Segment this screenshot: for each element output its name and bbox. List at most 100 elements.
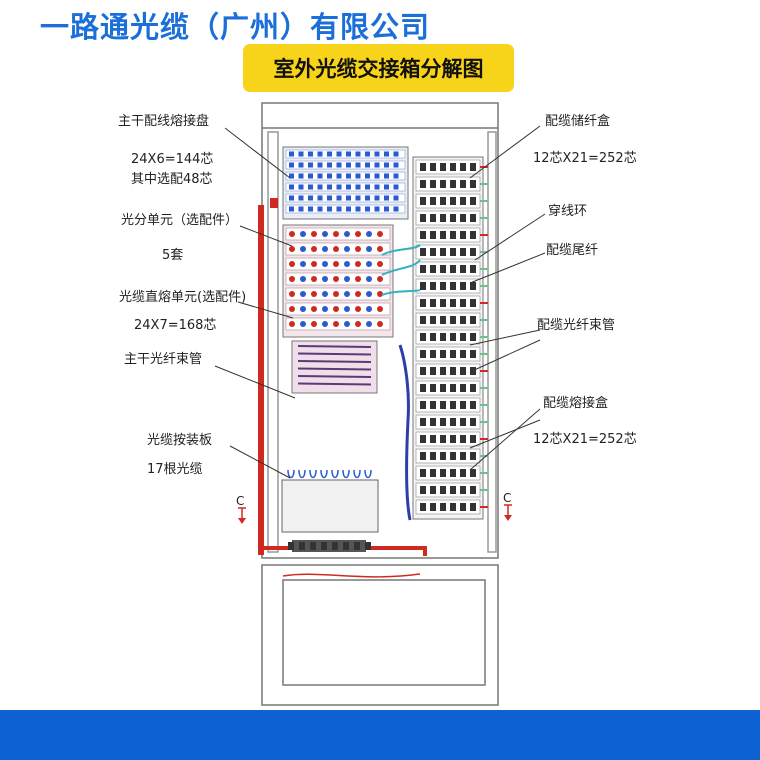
tray-port: [374, 184, 380, 190]
splitter-port: [377, 306, 383, 312]
storage-splice-column: [412, 156, 488, 520]
storage-slot: [470, 503, 476, 511]
fiber-strand: [297, 345, 372, 348]
fiber-strand: [297, 352, 372, 356]
label-splice-box: 配缆熔接盒: [543, 396, 609, 411]
storage-slot: [430, 197, 436, 205]
storage-slot: [450, 469, 456, 477]
storage-slot: [460, 316, 466, 324]
label-direct-capacity: 24X7=168芯: [134, 318, 217, 333]
tray-port: [365, 173, 370, 179]
storage-slot: [470, 180, 476, 188]
splitter-port: [300, 321, 306, 327]
tray-port: [346, 206, 351, 212]
storage-slot: [450, 503, 456, 511]
storage-slot: [470, 231, 476, 239]
label-fiber-tube: 配缆光纤束管: [537, 318, 616, 333]
storage-slot: [430, 350, 436, 358]
footer-band: [0, 710, 760, 760]
storage-slot: [420, 503, 426, 511]
diagram-title: 室外光缆交接箱分解图: [243, 44, 514, 92]
splitter-port: [322, 291, 328, 297]
storage-slot: [460, 435, 466, 443]
storage-slot: [420, 316, 426, 324]
cable-gland: [310, 542, 316, 550]
storage-slot: [420, 282, 426, 290]
splitter-port: [311, 261, 317, 267]
tray-port: [289, 151, 294, 157]
storage-slot: [450, 180, 456, 188]
splitter-port: [344, 231, 350, 237]
splitter-port: [366, 306, 372, 312]
storage-slot: [440, 367, 446, 375]
splitter-port: [366, 246, 372, 252]
tray-port: [355, 151, 361, 157]
tray-port: [374, 151, 380, 157]
tray-port: [374, 195, 380, 201]
storage-slot: [440, 163, 446, 171]
tray-port: [365, 206, 370, 212]
tray-port: [298, 184, 304, 190]
splitter-port: [333, 246, 339, 252]
cable-gland: [354, 542, 360, 550]
tray-port: [298, 162, 304, 168]
tray-port: [289, 206, 294, 212]
storage-slot: [470, 316, 476, 324]
storage-slot: [440, 316, 446, 324]
storage-slot: [430, 299, 436, 307]
cable-gland: [332, 542, 338, 550]
splitter-port: [366, 321, 372, 327]
storage-slot: [420, 452, 426, 460]
tray-port: [336, 173, 342, 179]
splitter-port: [366, 261, 372, 267]
tray-port: [327, 195, 332, 201]
splitter-port: [311, 291, 317, 297]
storage-slot: [420, 418, 426, 426]
storage-slot: [460, 367, 466, 375]
splitter-port: [377, 261, 383, 267]
tray-port: [346, 195, 351, 201]
splitter-port: [289, 321, 295, 327]
splitter-port: [366, 276, 372, 282]
storage-slot: [430, 248, 436, 256]
splitter-port: [355, 306, 361, 312]
storage-slot: [450, 367, 456, 375]
storage-slot: [440, 299, 446, 307]
storage-slot: [430, 418, 436, 426]
fiber-strand: [297, 382, 372, 386]
splitter-port: [322, 321, 328, 327]
storage-slot: [460, 503, 466, 511]
storage-slot: [430, 503, 436, 511]
tray-port: [298, 195, 304, 201]
storage-slot: [470, 333, 476, 341]
label-trunk-fiber-tube: 主干光纤束管: [124, 352, 203, 367]
storage-slot: [430, 180, 436, 188]
storage-slot: [420, 384, 426, 392]
cable-loop: [364, 469, 372, 479]
storage-slot: [430, 469, 436, 477]
storage-slot: [420, 248, 426, 256]
storage-slot: [470, 435, 476, 443]
storage-slot: [440, 333, 446, 341]
cable-loop: [298, 469, 306, 479]
storage-slot: [440, 469, 446, 477]
storage-slot: [440, 282, 446, 290]
fiber-strand: [297, 360, 372, 363]
splitter-port: [366, 231, 372, 237]
tray-port: [393, 195, 399, 201]
splitter-port: [322, 261, 328, 267]
tray-row: [285, 149, 406, 159]
storage-slot: [430, 163, 436, 171]
tray-row: [285, 204, 406, 214]
tray-port: [374, 162, 380, 168]
tray-port: [393, 173, 399, 179]
tray-port: [289, 184, 294, 190]
splitter-port: [289, 291, 295, 297]
splitter-port: [300, 306, 306, 312]
tray-row: [285, 160, 406, 170]
splitter-port: [355, 246, 361, 252]
tray-row: [285, 171, 406, 181]
storage-slot: [420, 299, 426, 307]
tray-port: [374, 173, 380, 179]
